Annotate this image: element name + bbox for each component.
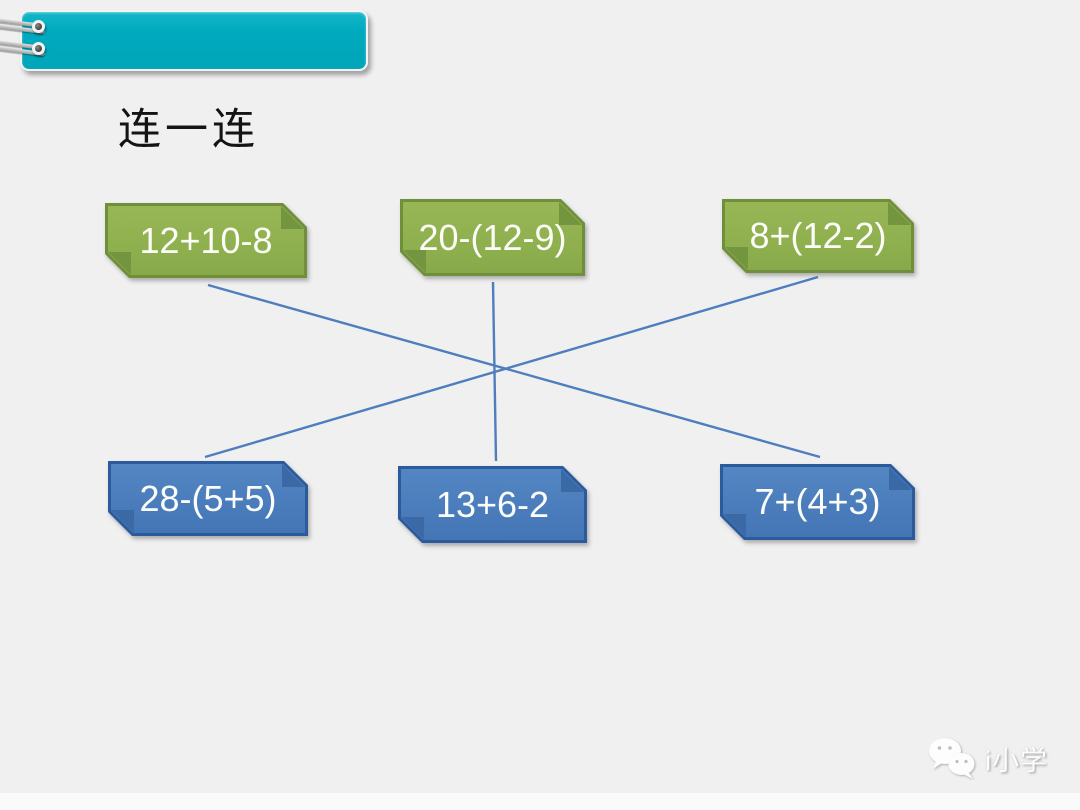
header-banner	[20, 10, 368, 71]
card-label: 8+(12-2)	[749, 215, 887, 256]
expression-card-top-2[interactable]: 20-(12-9)	[400, 199, 585, 276]
watermark: i小学	[928, 736, 1048, 780]
expression-card-bottom-2[interactable]: 13+6-2	[398, 466, 587, 543]
expression-card-top-1[interactable]: 12+10-8	[105, 203, 307, 278]
bottom-strip	[0, 793, 1080, 810]
card-fill	[725, 202, 911, 270]
binder-ring	[32, 20, 45, 33]
expression-card-bottom-3[interactable]: 7+(4+3)	[720, 464, 915, 540]
connector-line	[204, 275, 819, 459]
card-fill	[401, 469, 584, 540]
card-label: 7+(4+3)	[754, 481, 881, 522]
expression-card-bottom-1[interactable]: 28-(5+5)	[108, 461, 308, 536]
card-label: 20-(12-9)	[418, 216, 567, 258]
card-label: 12+10-8	[139, 219, 273, 261]
card-fill	[403, 202, 582, 273]
page-title: 连一连	[118, 107, 259, 154]
card-fill	[108, 206, 304, 275]
binder-ring	[32, 42, 45, 55]
connector-line	[207, 283, 821, 459]
card-fill	[111, 464, 305, 533]
wechat-icon	[929, 738, 975, 779]
card-fill	[723, 467, 912, 537]
card-label: 13+6-2	[435, 483, 550, 525]
watermark-text: i小学	[985, 745, 1048, 776]
expression-card-top-3[interactable]: 8+(12-2)	[722, 199, 914, 273]
card-label: 28-(5+5)	[139, 477, 277, 519]
